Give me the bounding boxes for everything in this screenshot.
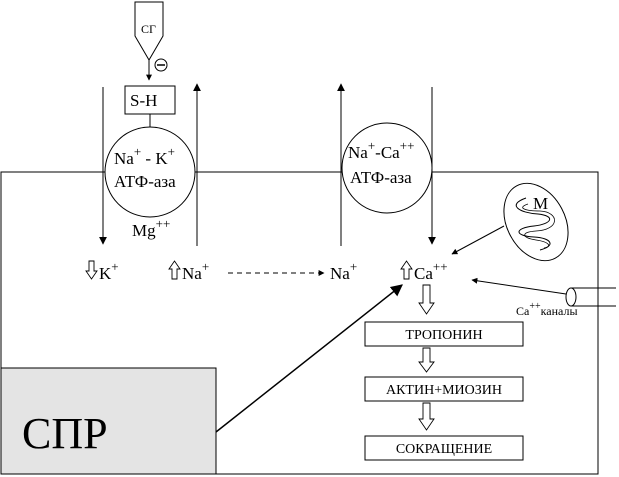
down-hollow-arrow-2 (418, 347, 435, 373)
ca-channel-tube (571, 287, 616, 307)
up-hollow-arrow-icon-2 (400, 260, 413, 280)
troponin-box (364, 321, 524, 347)
mito-label: М (533, 194, 548, 213)
contraction-label: СОКРАЩЕНИЕ (396, 442, 492, 457)
mitochondrion-cristae-inner (522, 203, 555, 249)
pump2-line1: Na+-Ca++ (348, 138, 414, 162)
pump1-line2: АТФ-аза (114, 172, 176, 191)
sh-label: S-H (130, 91, 157, 110)
actin-myosin-label: АКТИН+МИОЗИН (386, 383, 502, 398)
sg-pointer (134, 1, 164, 61)
mito-to-ca-arrow (451, 225, 505, 255)
channel-label: Ca++каналы (516, 301, 578, 318)
k-label: K+ (99, 259, 119, 283)
ca-label: Ca++ (414, 259, 448, 283)
contraction-box (364, 435, 524, 461)
spr-label: СПР (22, 409, 108, 458)
na-in-label: Na+ (182, 259, 209, 283)
up-hollow-arrow-icon (168, 260, 181, 280)
mg-label: Mg++ (132, 216, 170, 240)
mitochondrion (503, 182, 569, 262)
channel-to-ca-arrow (471, 277, 567, 295)
ca-channel-opening (565, 287, 577, 307)
spr-box (0, 367, 217, 475)
down-hollow-arrow-3 (418, 402, 435, 431)
pump1-line1: Na+ - K+ (114, 144, 175, 168)
na-out-label: Na+ (330, 259, 357, 283)
mitochondrion-cristae (515, 197, 551, 251)
down-hollow-arrow-icon (85, 260, 98, 280)
cell-membrane (0, 171, 599, 475)
na-k-atpase-pump (104, 126, 196, 218)
spr-to-ca-arrow (215, 284, 403, 433)
troponin-label: ТРОПОНИН (405, 328, 482, 343)
down-hollow-arrow-1 (418, 284, 435, 315)
sg-label: СГ (141, 22, 156, 36)
pump2-line2: АТФ-аза (350, 168, 412, 187)
actin-myosin-box (364, 376, 524, 402)
